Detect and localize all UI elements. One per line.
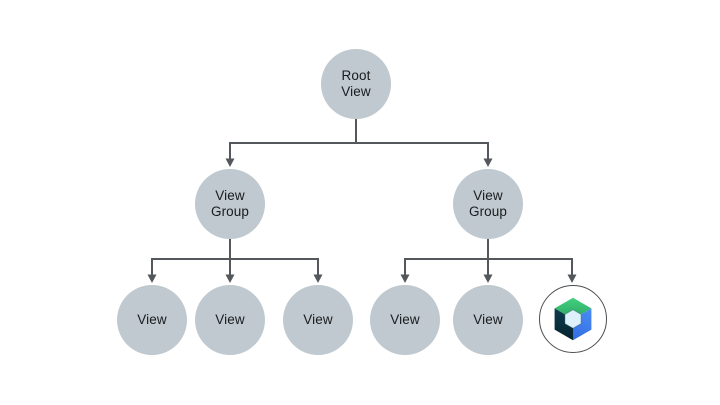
node-view-5: View bbox=[453, 285, 523, 355]
node-root-view: Root View bbox=[321, 49, 391, 119]
compose-top-face bbox=[554, 297, 592, 319]
node-view-1: View bbox=[117, 285, 187, 355]
jetpack-compose-icon bbox=[554, 297, 592, 341]
node-view-group-right-label: View Group bbox=[468, 188, 508, 219]
node-view-4: View bbox=[370, 285, 440, 355]
node-view-2: View bbox=[195, 285, 265, 355]
arrowhead-to-view-3 bbox=[313, 274, 323, 283]
arrowhead-to-view-5 bbox=[483, 274, 493, 283]
node-view-1-label: View bbox=[137, 312, 167, 327]
arrowhead-to-view-2 bbox=[225, 274, 235, 283]
connector-level2-left-rail bbox=[151, 258, 319, 276]
node-view-group-right: View Group bbox=[453, 169, 523, 239]
arrowhead-to-vg-right bbox=[483, 158, 493, 167]
node-root-view-label: Root View bbox=[341, 68, 371, 99]
arrowhead-to-view-4 bbox=[400, 274, 410, 283]
arrowhead-to-vg-left bbox=[225, 158, 235, 167]
node-view-3: View bbox=[283, 285, 353, 355]
node-view-3-label: View bbox=[303, 312, 333, 327]
connector-level1-rail bbox=[229, 142, 489, 160]
node-view-5-label: View bbox=[473, 312, 503, 327]
node-compose bbox=[539, 285, 607, 353]
node-view-group-left-label: View Group bbox=[210, 188, 250, 219]
arrowhead-to-compose bbox=[567, 274, 577, 283]
compose-center-hexagon bbox=[564, 309, 582, 329]
node-view-group-left: View Group bbox=[195, 169, 265, 239]
arrowhead-to-view-1 bbox=[147, 274, 157, 283]
node-view-2-label: View bbox=[215, 312, 245, 327]
node-view-4-label: View bbox=[390, 312, 420, 327]
